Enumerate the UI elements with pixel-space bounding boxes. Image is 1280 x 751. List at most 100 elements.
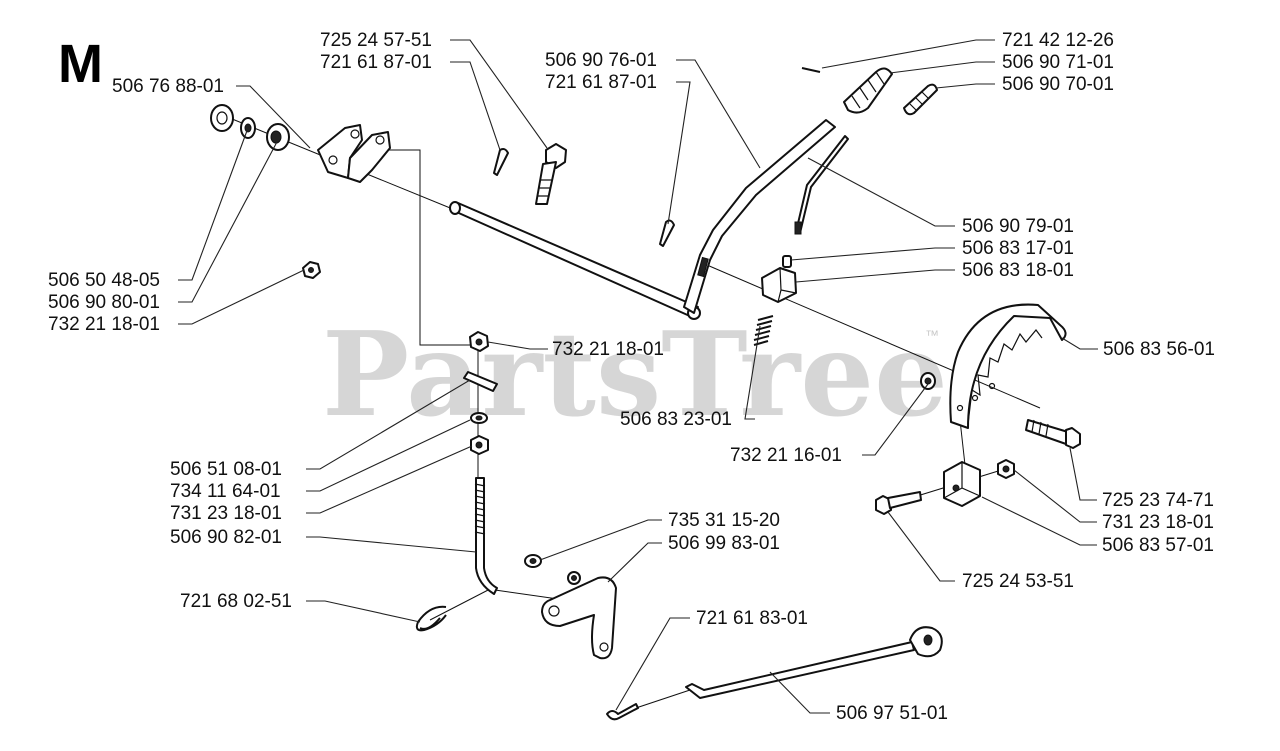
part-label-l22[interactable]: 506 90 82-01 (170, 527, 282, 548)
part-label-l08[interactable]: 506 76 88-01 (112, 76, 224, 97)
part-label-l25[interactable]: 506 83 57-01 (1102, 535, 1214, 556)
axis-line-clip (429, 587, 493, 621)
part-label-l06[interactable]: 506 90 71-01 (1002, 52, 1114, 73)
part-label-l17[interactable]: 506 83 23-01 (620, 409, 732, 430)
part-label-l10[interactable]: 506 83 17-01 (962, 238, 1074, 259)
part-label-l21[interactable]: 731 23 18-01 (170, 503, 282, 524)
main-shaft-part (449, 201, 701, 320)
hair-pin-clip-part (415, 605, 447, 632)
leader-l28 (887, 511, 955, 582)
leader-l10 (790, 247, 955, 261)
part-label-l07[interactable]: 506 90 70-01 (1002, 74, 1114, 95)
hex-bolt-lower-part (875, 491, 922, 515)
stub-shaft-part (567, 571, 581, 585)
bell-crank-part (541, 576, 617, 660)
leader-l11 (795, 269, 955, 283)
hex-nut-left-part (302, 261, 321, 279)
part-label-l03[interactable]: 506 90 76-01 (545, 50, 657, 71)
watermark-trademark: ™ (925, 327, 939, 343)
part-label-l14[interactable]: 732 21 18-01 (48, 314, 160, 335)
leader-l09 (807, 157, 955, 227)
leader-l07 (935, 83, 995, 89)
hex-bolt-right-part (1025, 419, 1081, 449)
rod-end-part (903, 83, 938, 116)
part-label-l09[interactable]: 506 90 79-01 (962, 216, 1074, 237)
part-label-l23[interactable]: 725 23 74-71 (1102, 490, 1214, 511)
latch-block-part (761, 267, 797, 303)
part-label-l12[interactable]: 506 50 48-05 (48, 270, 160, 291)
leader-l12 (178, 127, 249, 281)
section-letter: M (58, 34, 103, 94)
part-label-l28[interactable]: 725 24 53-51 (962, 571, 1074, 592)
leader-l08 (236, 85, 311, 149)
cotter-pin-upper-part (493, 148, 509, 176)
end-cap-part (210, 104, 234, 132)
part-label-l20[interactable]: 734 11 64-01 (170, 481, 281, 502)
washer-lower-part (470, 412, 488, 424)
grip-part (843, 67, 893, 114)
hex-nut-right-part (997, 459, 1015, 479)
leader-l02 (450, 61, 501, 151)
washer-small-part (524, 554, 542, 568)
leader-l29 (306, 600, 421, 623)
pivot-block-part (943, 461, 981, 507)
part-label-l26[interactable]: 735 31 15-20 (668, 510, 780, 531)
leader-l22 (306, 536, 477, 553)
pivot-bracket-part (317, 124, 391, 183)
leader-l06 (889, 61, 995, 74)
axis-line-link (388, 149, 478, 346)
hex-nut-top-part (469, 331, 489, 352)
axis-line-segment (959, 419, 966, 466)
bushing-part (266, 123, 290, 151)
part-label-l01[interactable]: 725 24 57-51 (320, 30, 432, 51)
leader-l17 (744, 325, 761, 420)
leader-l01 (450, 39, 548, 149)
leader-l21 (306, 445, 473, 514)
part-label-l11[interactable]: 506 83 18-01 (962, 260, 1074, 281)
leader-l31 (769, 671, 830, 714)
link-rod-part (685, 626, 943, 699)
watermark-text: PartsTree (322, 307, 948, 443)
part-label-l27[interactable]: 506 99 83-01 (668, 533, 780, 554)
part-label-l04[interactable]: 721 61 87-01 (545, 72, 657, 93)
part-label-l16[interactable]: 732 21 18-01 (552, 339, 664, 360)
sector-gear-part (949, 303, 1067, 429)
part-label-l18[interactable]: 732 21 16-01 (730, 445, 842, 466)
leader-l19 (306, 379, 471, 470)
leader-l13 (178, 139, 279, 303)
leader-l23 (1069, 447, 1097, 501)
leader-l27 (607, 542, 662, 583)
spring-part (753, 315, 774, 346)
part-label-l24[interactable]: 731 23 18-01 (1102, 512, 1214, 533)
leader-l16 (487, 341, 548, 350)
leader-l30 (615, 617, 690, 711)
bolt-shaft-part (535, 143, 567, 205)
part-label-l13[interactable]: 506 90 80-01 (48, 292, 160, 313)
part-label-l19[interactable]: 506 51 08-01 (170, 459, 282, 480)
part-label-l05[interactable]: 721 42 12-26 (1002, 30, 1114, 51)
part-label-l15[interactable]: 506 83 56-01 (1103, 339, 1215, 360)
leader-l03 (676, 59, 761, 169)
hex-nut-lower-part (470, 435, 489, 455)
leader-l25 (981, 496, 1097, 546)
spacer-part (782, 255, 792, 268)
leader-l18 (862, 383, 929, 456)
leader-l24 (1013, 469, 1097, 523)
threaded-rod-part (474, 477, 498, 595)
part-label-l31[interactable]: 506 97 51-01 (836, 703, 948, 724)
cotter-pin-lower-part (659, 219, 675, 247)
pin-part (463, 371, 498, 392)
leader-l20 (306, 419, 471, 492)
control-rod-part (794, 135, 849, 235)
cotter-pin-bottom-part (606, 703, 639, 721)
part-label-l30[interactable]: 721 61 83-01 (696, 608, 808, 629)
leader-l05 (821, 39, 995, 69)
part-label-l29[interactable]: 721 68 02-51 (180, 591, 292, 612)
bushing-gear-part (920, 372, 936, 390)
part-label-l02[interactable]: 721 61 87-01 (320, 52, 432, 73)
shift-lever-part (683, 119, 836, 314)
leader-l04 (667, 81, 691, 225)
leader-l15 (1061, 337, 1098, 350)
